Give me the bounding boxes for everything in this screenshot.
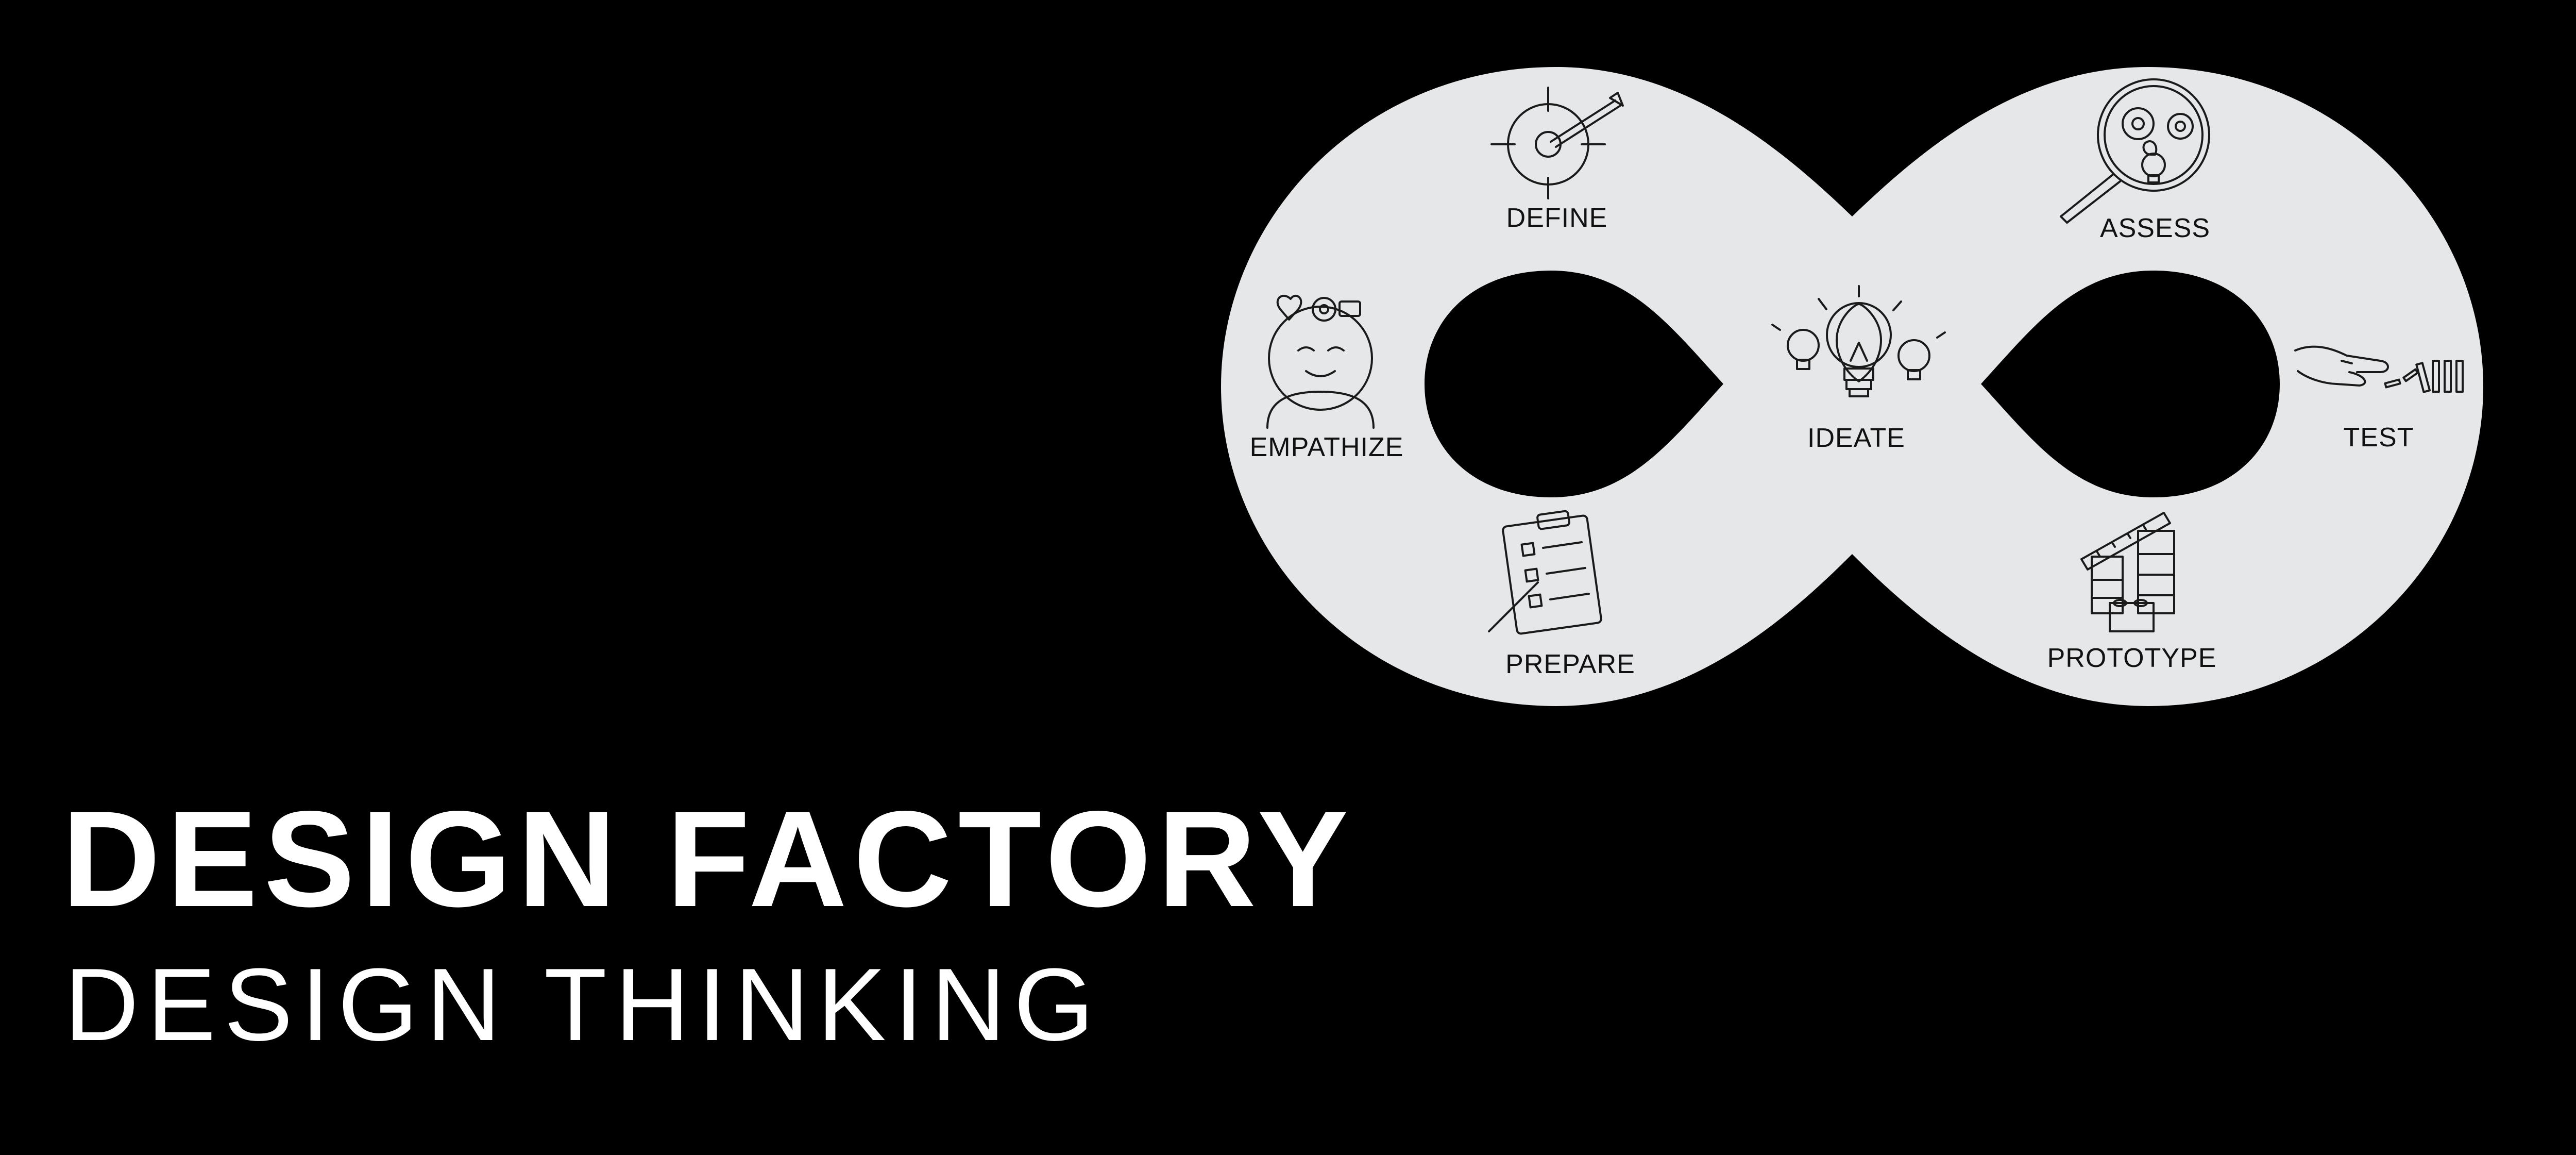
stage-label-test: TEST: [2344, 423, 2414, 453]
thinking-head-icon: [1266, 295, 1375, 429]
stage-label-ideate: IDEATE: [1807, 423, 1905, 453]
stage-label-prototype: PROTOTYPE: [2047, 643, 2217, 673]
lightbulbs-icon: [1771, 285, 1946, 397]
infinity-loop-band: [1221, 67, 2483, 706]
hand-dominoes-icon: [2294, 345, 2464, 393]
target-icon: [1490, 87, 1624, 199]
checklist-clipboard-icon: [1488, 510, 1602, 635]
stage-label-empathize: EMPATHIZE: [1250, 432, 1404, 462]
brand-title: DESIGN FACTORY: [62, 783, 1355, 935]
stage-label-assess: ASSESS: [2100, 213, 2210, 243]
stage-label-prepare: PREPARE: [1505, 649, 1635, 679]
building-blocks-icon: [2080, 512, 2175, 632]
stage-label-define: DEFINE: [1506, 203, 1608, 233]
magnifier-gears-icon: [2060, 78, 2210, 224]
brand-subtitle: DESIGN THINKING: [64, 947, 1103, 1062]
